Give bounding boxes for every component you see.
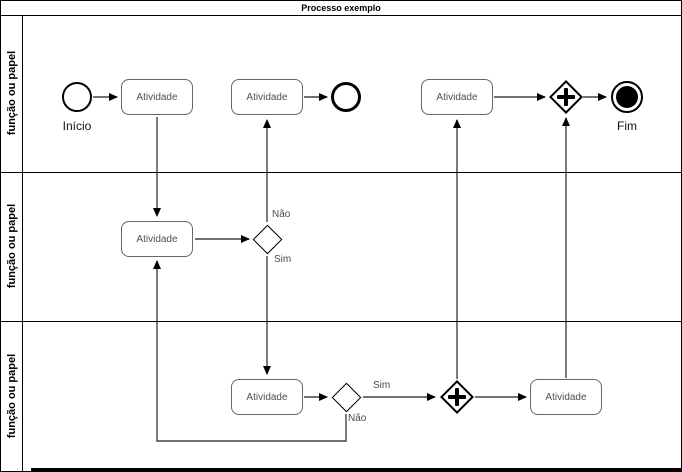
task-label: Atividade (136, 91, 178, 103)
lane-divider-1 (1, 172, 681, 173)
exclusive-gateway-bottom[interactable] (331, 382, 362, 413)
task-activity-4[interactable]: Atividade (121, 221, 193, 257)
end-event[interactable] (331, 82, 361, 112)
edge-label-yes-bottom: Sim (373, 380, 391, 391)
start-event[interactable] (62, 82, 92, 112)
lane-3-label: função ou papel (6, 353, 18, 439)
task-activity-5[interactable]: Atividade (231, 379, 303, 415)
task-activity-3[interactable]: Atividade (421, 79, 493, 115)
task-activity-6[interactable]: Atividade (530, 379, 602, 415)
task-label: Atividade (136, 233, 178, 245)
task-activity-1[interactable]: Atividade (121, 79, 193, 115)
parallel-gateway-split[interactable] (440, 380, 474, 414)
final-end-event[interactable] (611, 81, 643, 113)
lane-1-label: função ou papel (6, 50, 18, 136)
end-event-fill (616, 86, 638, 108)
plus-icon (549, 80, 583, 114)
edge-label-no-mid: Não (272, 209, 291, 220)
lane-divider-2 (1, 321, 681, 322)
plus-icon (440, 380, 474, 414)
start-event-label: Início (62, 119, 92, 133)
final-end-event-label: Fim (617, 119, 637, 133)
exclusive-gateway-mid[interactable] (252, 224, 283, 255)
pool-title: Processo exemplo (301, 3, 381, 13)
lane-label-divider (22, 15, 23, 471)
diamond-shape (252, 224, 283, 255)
diamond-shape (331, 382, 362, 413)
task-label: Atividade (545, 391, 587, 403)
lane-2-label: função ou papel (6, 203, 18, 289)
task-label: Atividade (246, 391, 288, 403)
edge-label-yes-mid: Sim (274, 254, 292, 265)
edge-label-no-bottom: Não (348, 413, 367, 424)
task-label: Atividade (246, 91, 288, 103)
title-divider (1, 15, 681, 16)
bottom-scrollbar[interactable] (31, 468, 681, 471)
task-label: Atividade (436, 91, 478, 103)
task-activity-2[interactable]: Atividade (231, 79, 303, 115)
parallel-gateway-join[interactable] (549, 80, 583, 114)
